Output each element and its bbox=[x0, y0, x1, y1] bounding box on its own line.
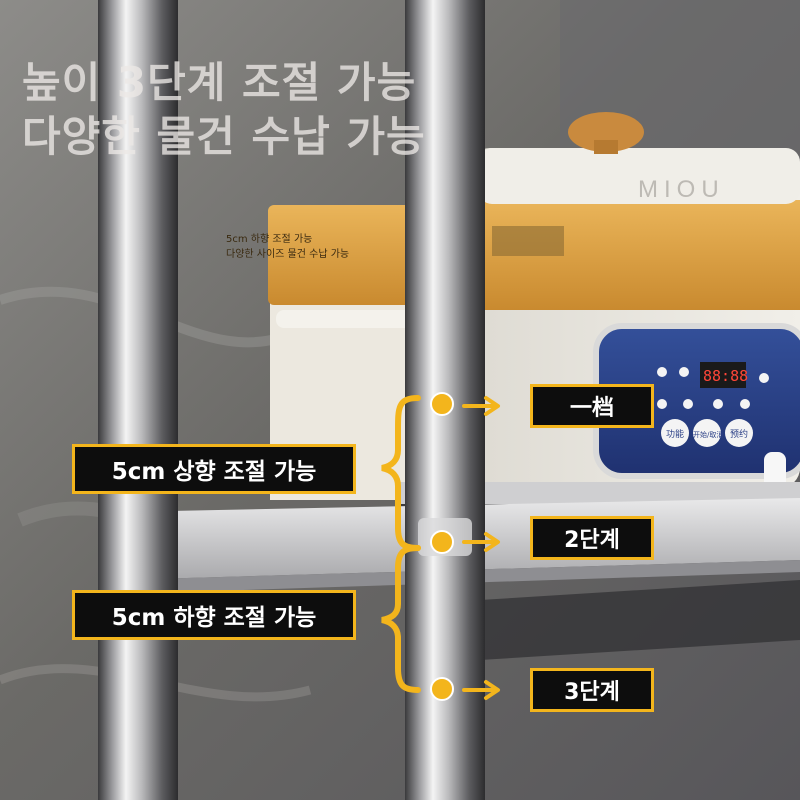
small-note: 5cm 하향 조절 가능 다양한 사이즈 물건 수납 가능 bbox=[226, 232, 349, 262]
panel-button bbox=[725, 419, 753, 447]
panel-icon bbox=[657, 399, 667, 409]
small-note-line-1: 5cm 하향 조절 가능 bbox=[226, 234, 313, 245]
panel-icon bbox=[759, 373, 769, 383]
panel-icon bbox=[683, 399, 693, 409]
appliance-knob bbox=[568, 112, 644, 152]
appliance-label-plate bbox=[492, 226, 564, 256]
appliance-lid-top bbox=[478, 148, 800, 204]
panel-icon bbox=[679, 367, 689, 377]
headline-line-1: 높이 3단계 조절 가능 bbox=[22, 58, 417, 107]
panel-button-label: 功能 bbox=[666, 428, 684, 440]
back-container-rim bbox=[276, 310, 416, 328]
stainless-pole-left bbox=[98, 0, 178, 800]
panel-icon bbox=[657, 367, 667, 377]
panel-button bbox=[693, 419, 721, 447]
panel-button bbox=[661, 419, 689, 447]
headline-line-2: 다양한 물건 수납 가능 bbox=[22, 112, 426, 161]
appliance-brand: MIOU bbox=[638, 176, 725, 203]
level-dot-1 bbox=[430, 392, 454, 416]
down-adjust-label: 5cm 하향 조절 가능 bbox=[72, 590, 356, 640]
panel-button-label: 开始/取消 bbox=[693, 430, 723, 439]
panel-display bbox=[700, 362, 746, 388]
level-dot-2 bbox=[430, 530, 454, 554]
level-1-label: 一档 bbox=[530, 384, 654, 428]
shelf-underside bbox=[480, 580, 800, 660]
level-3-label: 3단계 bbox=[530, 668, 654, 712]
bracket-lower bbox=[381, 545, 421, 693]
small-note-line-2: 다양한 사이즈 물건 수납 가능 bbox=[226, 249, 350, 260]
level-2-label: 2단계 bbox=[530, 516, 654, 560]
back-container-lid bbox=[268, 205, 418, 305]
headline: 높이 3단계 조절 가능 다양한 물건 수납 가능 bbox=[22, 56, 426, 164]
arrow-icon bbox=[462, 532, 500, 552]
appliance-knob-base bbox=[594, 140, 618, 154]
panel-icon bbox=[740, 399, 750, 409]
back-shelf bbox=[400, 482, 800, 504]
panel-icon bbox=[713, 399, 723, 409]
panel-button-label: 预约 bbox=[730, 428, 748, 440]
up-adjust-label: 5cm 상향 조절 가능 bbox=[72, 444, 356, 494]
level-dot-3 bbox=[430, 677, 454, 701]
arrow-icon bbox=[462, 396, 500, 416]
panel-display-text: 88:88 bbox=[703, 367, 748, 385]
arrow-icon bbox=[462, 680, 500, 700]
bracket-upper bbox=[381, 395, 421, 551]
